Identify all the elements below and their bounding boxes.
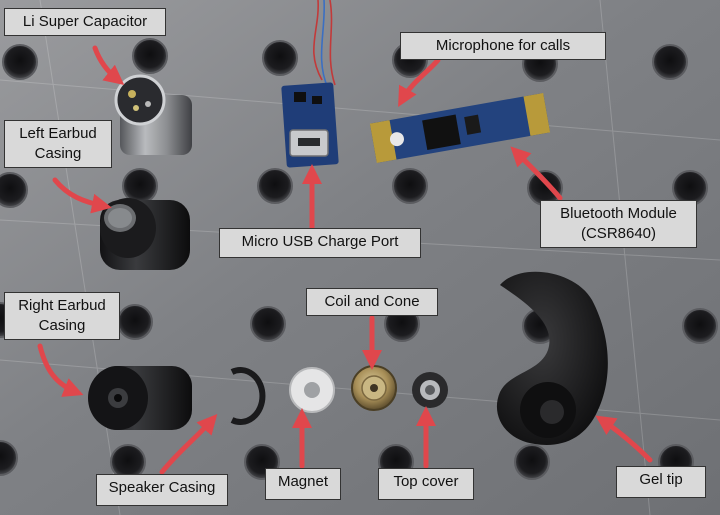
label-magnet: Magnet <box>265 468 341 500</box>
magnet-disc <box>289 367 335 413</box>
label-li-super-capacitor: Li Super Capacitor <box>4 8 166 36</box>
label-top-cover: Top cover <box>378 468 474 500</box>
label-text-line2: (CSR8640) <box>580 225 657 242</box>
threaded-hole <box>262 40 298 76</box>
threaded-hole <box>0 172 28 208</box>
threaded-hole <box>652 44 688 80</box>
label-text-line1: Left Earbud <box>19 125 97 142</box>
coil-and-cone-disc <box>351 365 397 411</box>
arrow-right-earbud <box>37 343 84 397</box>
gel-tip <box>496 271 608 445</box>
arrow-speaker-casing <box>159 414 218 475</box>
bluetooth-module <box>369 93 551 163</box>
label-text: Microphone for calls <box>435 37 571 54</box>
label-text: Gel tip <box>639 471 683 488</box>
threaded-hole <box>117 304 153 340</box>
threaded-hole <box>682 308 718 344</box>
label-speaker-casing: Speaker Casing <box>96 474 228 506</box>
blue-wire <box>320 0 329 89</box>
threaded-hole <box>122 168 158 204</box>
threaded-holes <box>0 38 718 480</box>
threaded-hole <box>392 168 428 204</box>
threaded-hole <box>0 440 18 476</box>
label-text: Magnet <box>277 473 329 490</box>
label-text-line2: Casing <box>34 145 82 162</box>
arrow-left-earbud <box>52 177 112 214</box>
li-super-capacitor <box>114 74 192 155</box>
annotation-arrows <box>37 45 653 475</box>
label-bluetooth-module: Bluetooth Module (CSR8640) <box>540 200 697 248</box>
label-right-earbud-casing: Right Earbud Casing <box>4 292 120 340</box>
label-text: Micro USB Charge Port <box>241 233 399 250</box>
micro-usb-board <box>281 82 339 168</box>
threaded-hole <box>257 168 293 204</box>
label-text: Li Super Capacitor <box>22 13 148 30</box>
label-text: Top cover <box>393 473 459 490</box>
top-cover-disc <box>412 372 448 408</box>
arrow-bluetooth <box>510 146 563 201</box>
threaded-hole <box>514 444 550 480</box>
label-text-line1: Right Earbud <box>18 297 106 314</box>
label-text-line2: Casing <box>38 317 86 334</box>
threaded-hole <box>250 306 286 342</box>
speaker-casing-ring <box>230 367 266 425</box>
label-coil-and-cone: Coil and Cone <box>306 288 438 316</box>
label-text: Speaker Casing <box>108 479 216 496</box>
right-earbud-casing <box>88 366 192 430</box>
label-text-line1: Bluetooth Module <box>560 205 677 222</box>
left-earbud-casing <box>100 198 190 270</box>
arrow-li-super-capacitor <box>92 45 125 85</box>
threaded-hole <box>2 44 38 80</box>
label-gel-tip: Gel tip <box>616 466 706 498</box>
threaded-hole <box>132 38 168 74</box>
red-wire <box>313 0 336 86</box>
label-left-earbud-casing: Left Earbud Casing <box>4 120 112 168</box>
arrow-gel-tip <box>595 415 653 463</box>
label-micro-usb-charge-port: Micro USB Charge Port <box>219 228 421 258</box>
arrow-microphone <box>398 57 441 107</box>
label-text: Coil and Cone <box>324 293 420 310</box>
label-microphone-for-calls: Microphone for calls <box>400 32 606 60</box>
